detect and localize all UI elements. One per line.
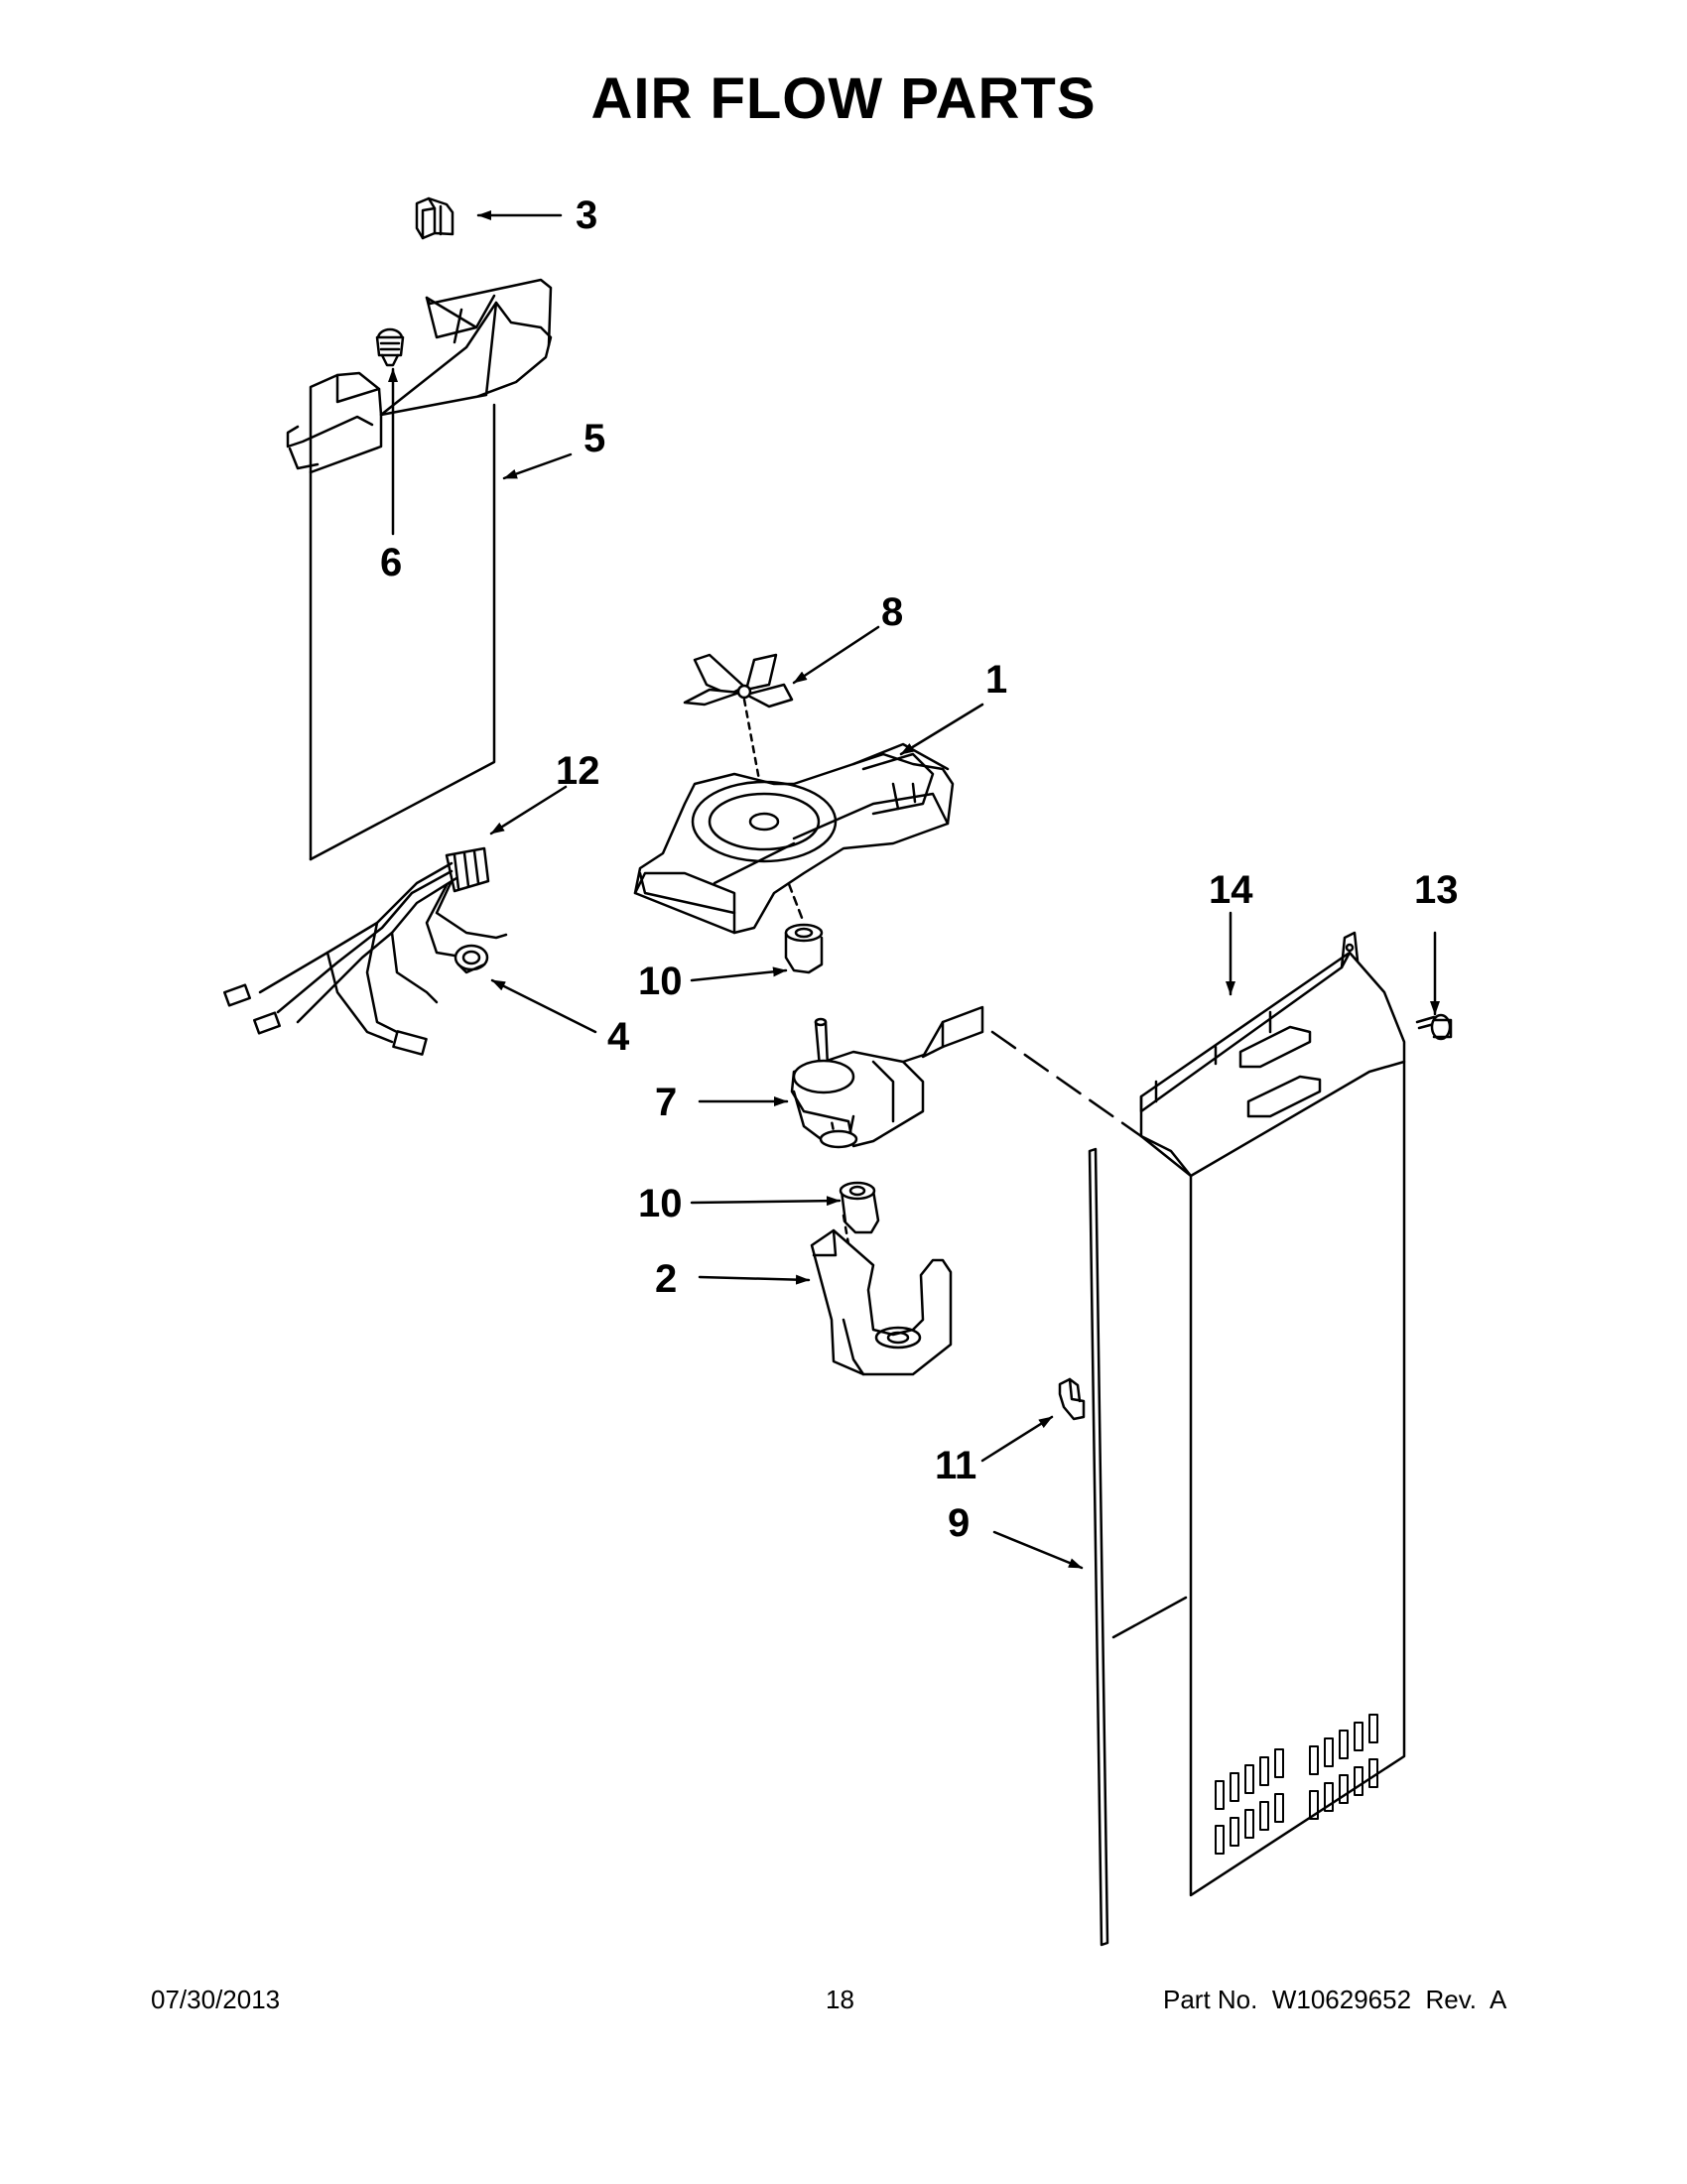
callout-14: 14	[1209, 868, 1253, 912]
part-11-clip	[1058, 1377, 1086, 1421]
part-5-duct	[286, 278, 553, 861]
callout-9: 9	[948, 1501, 970, 1545]
part-14-duct-cover-panel	[1139, 931, 1406, 1897]
callout-8: 8	[881, 590, 903, 634]
callout-2: 2	[655, 1257, 677, 1301]
part-8-fan-blade	[683, 653, 794, 708]
callout-7: 7	[655, 1081, 677, 1124]
footer-part-number: Part No. W10629652 Rev. A	[1163, 1985, 1507, 2014]
part-1-fan-housing	[633, 742, 955, 935]
callout-labels: 3 5 6 8 1 12 14 13 10 4 7 10 2 11 9	[380, 193, 1459, 1545]
page-title: AIR FLOW PARTS	[590, 66, 1097, 131]
part-10-bushing-lower	[839, 1181, 880, 1234]
footer-page-number: 18	[826, 1985, 854, 2014]
callout-5: 5	[584, 417, 605, 460]
callout-1: 1	[985, 658, 1007, 702]
callout-4: 4	[607, 1015, 630, 1059]
callout-leaders	[388, 210, 1440, 1570]
part-9-gasket	[1088, 1147, 1109, 1947]
footer-date: 07/30/2013	[151, 1985, 281, 2014]
part-4-grommet	[454, 944, 489, 974]
part-13-screw	[1415, 1013, 1453, 1041]
callout-3: 3	[576, 193, 597, 237]
callout-12: 12	[556, 749, 600, 793]
part-3-clip	[415, 196, 454, 240]
panel-vent-slots	[1215, 1714, 1378, 1855]
part-2-motor-bracket	[810, 1228, 953, 1376]
callout-10-upper: 10	[638, 960, 683, 1003]
callout-13: 13	[1414, 868, 1459, 912]
part-6-screw	[375, 327, 405, 367]
part-7-fan-motor	[790, 1005, 984, 1149]
part-10-bushing-upper	[784, 923, 824, 974]
part-12-wire-harness	[223, 846, 508, 1056]
callout-11: 11	[935, 1444, 976, 1487]
callout-10-lower: 10	[638, 1182, 683, 1225]
callout-6: 6	[380, 541, 402, 584]
